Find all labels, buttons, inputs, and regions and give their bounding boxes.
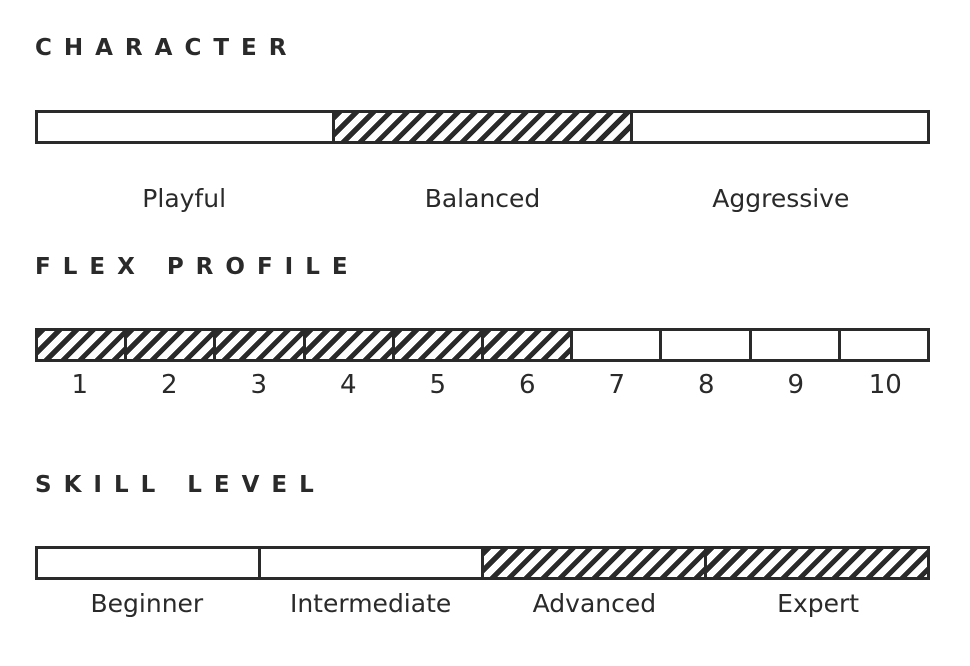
flex-profile-title: FLEX PROFILE (35, 254, 360, 280)
flex-segment-8 (662, 331, 752, 359)
skill-level-title: SKILL LEVEL (35, 472, 326, 498)
flex-label-10: 10 (868, 370, 902, 400)
skill-level-section: SKILL LEVEL Beginner Intermediate Advanc… (35, 470, 930, 618)
flex-label-2: 2 (160, 370, 178, 400)
flex-profile-bar (35, 328, 930, 362)
character-title: CHARACTER (35, 35, 299, 61)
flex-segment-3 (216, 331, 306, 359)
skill-segment-beginner (38, 549, 261, 577)
flex-segment-2 (127, 331, 217, 359)
flex-label-1: 1 (71, 370, 89, 400)
skill-label-beginner: Beginner (90, 589, 204, 618)
skill-label-intermediate: Intermediate (289, 589, 452, 618)
character-segment-playful (38, 113, 336, 141)
flex-label-3: 3 (250, 370, 268, 400)
skill-segment-expert (707, 549, 927, 577)
flex-segment-6 (484, 331, 574, 359)
character-labels: Playful Balanced Aggressive (35, 184, 930, 214)
flex-profile-section: FLEX PROFILE 1 2 3 4 5 6 7 8 9 10 (35, 252, 930, 400)
skill-segment-advanced (484, 549, 707, 577)
character-label-aggressive: Aggressive (712, 184, 850, 213)
flex-segment-1 (38, 331, 128, 359)
skill-segment-intermediate (261, 549, 484, 577)
flex-profile-labels: 1 2 3 4 5 6 7 8 9 10 (35, 370, 930, 400)
skill-label-advanced: Advanced (532, 589, 657, 618)
flex-label-5: 5 (429, 370, 447, 400)
skill-level-bar (35, 546, 930, 580)
flex-label-7: 7 (608, 370, 626, 400)
character-section: CHARACTER Playful Balanced Aggressive (35, 33, 930, 213)
character-bar (35, 110, 930, 144)
flex-segment-9 (752, 331, 841, 359)
flex-segment-10 (841, 331, 927, 359)
flex-label-6: 6 (518, 370, 536, 400)
flex-label-8: 8 (697, 370, 715, 400)
character-label-balanced: Balanced (424, 184, 541, 213)
character-label-playful: Playful (142, 184, 227, 213)
character-segment-balanced (335, 113, 633, 141)
flex-label-4: 4 (339, 370, 357, 400)
skill-label-expert: Expert (777, 589, 860, 618)
flex-label-9: 9 (787, 370, 805, 400)
flex-segment-7 (573, 331, 663, 359)
flex-segment-4 (305, 331, 395, 359)
flex-segment-5 (394, 331, 485, 359)
character-segment-aggressive (633, 113, 927, 141)
skill-level-labels: Beginner Intermediate Advanced Expert (35, 589, 930, 619)
